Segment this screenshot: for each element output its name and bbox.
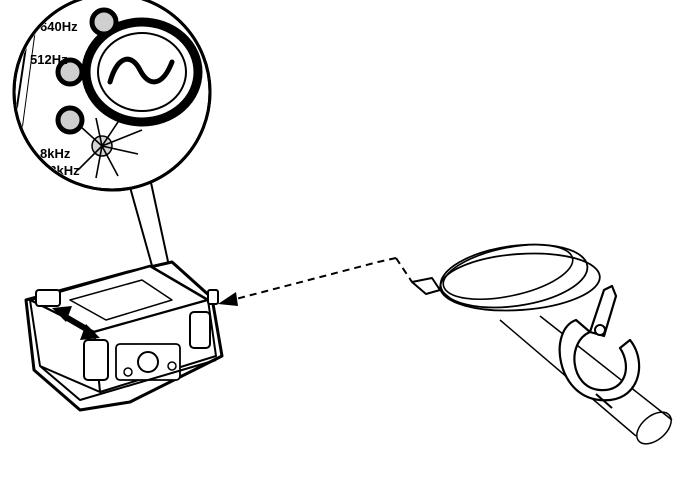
arrow-head-icon <box>218 292 238 306</box>
case-latch-side <box>35 289 61 307</box>
clamp-pivot <box>594 324 606 336</box>
label-8khz: 8kHz <box>40 146 71 161</box>
magnifier-callout: 640Hz 512Hz 8kHz 33kHz <box>12 0 212 346</box>
case-knob <box>137 351 159 373</box>
label-640hz: 640Hz <box>40 19 78 34</box>
open-lid-arrow <box>52 306 100 340</box>
case-output-jack <box>207 289 219 305</box>
cable-coil-3 <box>442 244 574 300</box>
case-base <box>39 359 217 401</box>
cable-coil-2 <box>439 252 601 312</box>
clamp-jaw <box>558 318 641 402</box>
case-jack <box>123 367 133 377</box>
case-latch-right <box>189 311 211 349</box>
frequency-button <box>81 17 203 127</box>
case-lid-panel <box>69 279 173 321</box>
led-640hz <box>89 7 119 37</box>
sine-wave-icon <box>107 56 175 85</box>
case-latch-left <box>83 339 109 381</box>
signal-clamp <box>411 243 673 445</box>
target-pipe-end <box>636 411 672 445</box>
led-8khz <box>55 105 85 135</box>
transmitter-case <box>24 260 224 412</box>
led-33khz-active <box>77 115 143 179</box>
label-512hz: 512Hz <box>30 52 68 67</box>
case-led <box>167 361 177 371</box>
connection-arrow <box>218 257 413 306</box>
led-512hz <box>55 57 85 87</box>
cable-plug <box>411 277 441 295</box>
led-glow-rays <box>77 115 143 179</box>
